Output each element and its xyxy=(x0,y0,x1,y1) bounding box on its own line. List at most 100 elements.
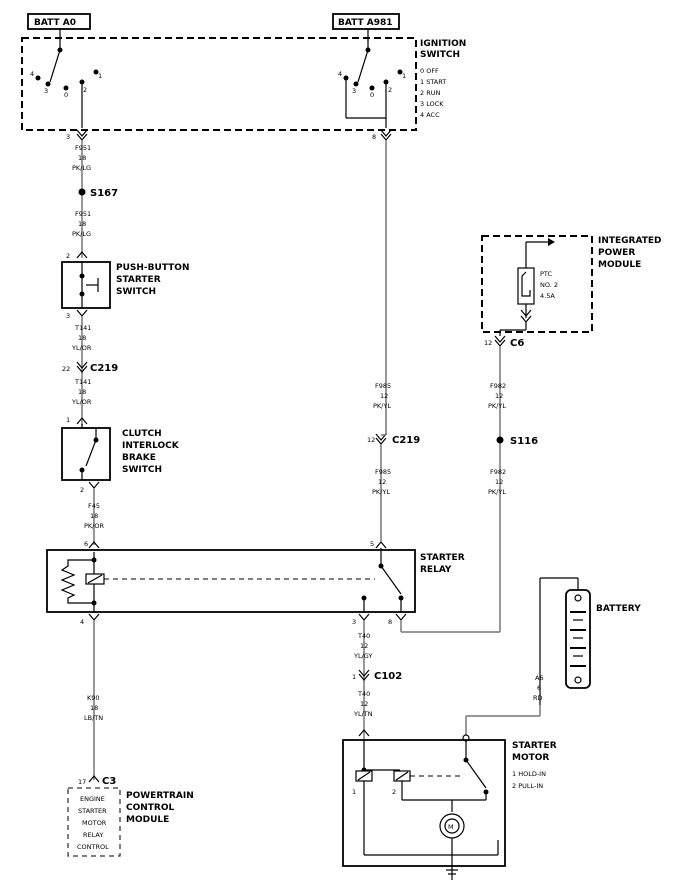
svg-text:3 LOCK: 3 LOCK xyxy=(420,100,444,108)
svg-text:12: 12 xyxy=(367,436,375,444)
svg-text:C219: C219 xyxy=(392,435,420,446)
svg-text:2: 2 xyxy=(83,86,87,94)
svg-text:PK/YL: PK/YL xyxy=(488,488,506,496)
svg-text:3: 3 xyxy=(44,87,48,95)
svg-text:BATT A0: BATT A0 xyxy=(34,18,76,28)
svg-text:SWITCH: SWITCH xyxy=(116,287,156,297)
svg-text:STARTER: STARTER xyxy=(420,553,465,563)
svg-text:3: 3 xyxy=(352,618,356,626)
svg-text:RELAY: RELAY xyxy=(83,831,103,839)
svg-text:ENGINE: ENGINE xyxy=(80,795,105,803)
svg-text:CLUTCH: CLUTCH xyxy=(122,429,162,439)
svg-text:T141: T141 xyxy=(74,378,91,386)
svg-text:1: 1 xyxy=(352,673,356,681)
svg-text:INTERLOCK: INTERLOCK xyxy=(122,441,180,451)
splice-s116: S116 xyxy=(496,436,538,447)
ignition-output-connectors: 3 8 xyxy=(66,129,392,141)
svg-text:4: 4 xyxy=(30,70,34,78)
svg-text:F982: F982 xyxy=(490,468,506,476)
svg-text:MOTOR: MOTOR xyxy=(82,819,107,827)
svg-text:8: 8 xyxy=(388,618,392,626)
ignition-switch: IGNITION SWITCH 0 OFF 1 START 2 RUN 3 LO… xyxy=(21,37,466,131)
svg-text:18: 18 xyxy=(78,334,86,342)
svg-text:6: 6 xyxy=(84,540,88,548)
svg-text:2: 2 xyxy=(80,486,84,494)
svg-text:IGNITION: IGNITION xyxy=(420,39,466,49)
svg-text:8: 8 xyxy=(372,133,376,141)
connector-c219-a: 22 C219 xyxy=(62,361,118,374)
svg-text:4: 4 xyxy=(80,618,84,626)
splice-s167: S167 xyxy=(78,188,118,199)
svg-text:1: 1 xyxy=(98,72,102,80)
svg-text:PK/YL: PK/YL xyxy=(372,488,390,496)
connector-c6: 12 C6 xyxy=(484,335,524,349)
svg-text:STARTER: STARTER xyxy=(116,275,161,285)
wire-t141-b: T141 18 YL/OR xyxy=(71,378,92,406)
svg-text:2: 2 xyxy=(66,252,70,260)
batt-a981-label: BATT A981 xyxy=(332,13,400,30)
svg-text:POWER: POWER xyxy=(598,248,635,258)
svg-text:1: 1 xyxy=(352,788,356,796)
wire-f982-b: F982 12 PK/YL xyxy=(488,468,506,496)
svg-text:SWITCH: SWITCH xyxy=(420,50,460,60)
svg-text:F985: F985 xyxy=(375,468,391,476)
push-button-starter-switch: 2 PUSH-BUTTON STARTER SWITCH 3 xyxy=(61,251,190,320)
svg-text:MODULE: MODULE xyxy=(126,815,169,825)
svg-text:STARTER: STARTER xyxy=(78,807,107,815)
wire-a6: A6 6 RD xyxy=(533,674,544,702)
batt-a0-label: BATT A0 xyxy=(27,13,91,30)
svg-text:RD: RD xyxy=(533,694,543,702)
svg-text:3: 3 xyxy=(66,133,70,141)
connector-c3: 17 C3 xyxy=(78,775,116,787)
svg-text:BRAKE: BRAKE xyxy=(122,453,156,463)
svg-text:0 OFF: 0 OFF xyxy=(420,67,439,75)
svg-text:1 HOLD-IN: 1 HOLD-IN xyxy=(512,770,546,778)
svg-text:1 START: 1 START xyxy=(420,78,446,86)
svg-text:YL/TN: YL/TN xyxy=(353,710,373,718)
svg-text:0: 0 xyxy=(370,91,374,99)
wire-f951-a: F951 18 PK/LG xyxy=(72,144,91,172)
svg-text:2: 2 xyxy=(392,788,396,796)
svg-text:12: 12 xyxy=(360,700,368,708)
svg-text:12: 12 xyxy=(380,392,388,400)
wire-k90: K90 18 LB/TN xyxy=(84,694,103,722)
svg-text:SWITCH: SWITCH xyxy=(122,465,162,475)
svg-text:CONTROL: CONTROL xyxy=(77,843,109,851)
wire-t40-a: T40 12 YL/GY xyxy=(353,632,372,660)
svg-text:PK/YL: PK/YL xyxy=(488,402,506,410)
powertrain-control-module: ENGINE STARTER MOTOR RELAY CONTROL POWER… xyxy=(67,787,194,857)
svg-text:NO. 2: NO. 2 xyxy=(540,281,558,289)
svg-text:18: 18 xyxy=(78,388,86,396)
svg-text:2 PULL-IN: 2 PULL-IN xyxy=(512,782,543,790)
starter-relay: 6 5 STARTER RELAY 4 3 8 xyxy=(46,540,465,626)
svg-text:INTEGRATED: INTEGRATED xyxy=(598,236,662,246)
svg-text:22: 22 xyxy=(62,365,70,373)
svg-text:3: 3 xyxy=(352,87,356,95)
battery: BATTERY xyxy=(539,577,641,705)
svg-text:F982: F982 xyxy=(490,382,506,390)
svg-text:S116: S116 xyxy=(510,436,538,447)
svg-text:PUSH-BUTTON: PUSH-BUTTON xyxy=(116,263,190,273)
svg-text:T40: T40 xyxy=(357,690,370,698)
svg-text:PK/LG: PK/LG xyxy=(72,230,91,238)
svg-text:T40: T40 xyxy=(357,632,370,640)
svg-text:2: 2 xyxy=(388,86,392,94)
svg-text:12: 12 xyxy=(360,642,368,650)
svg-text:C102: C102 xyxy=(374,671,402,682)
clutch-interlock-brake-switch: 1 CLUTCH INTERLOCK BRAKE SWITCH 2 xyxy=(61,416,180,494)
svg-text:CONTROL: CONTROL xyxy=(126,803,175,813)
svg-text:12: 12 xyxy=(495,478,503,486)
svg-text:S167: S167 xyxy=(90,188,118,199)
wire-t141-a: T141 18 YL/OR xyxy=(71,324,92,352)
svg-text:YL/OR: YL/OR xyxy=(71,344,92,352)
svg-text:STARTER: STARTER xyxy=(512,741,557,751)
starter-motor: STARTER MOTOR 1 HOLD-IN 2 PULL-IN 1 2 M xyxy=(342,729,557,880)
svg-text:3: 3 xyxy=(66,312,70,320)
svg-text:PK/OR: PK/OR xyxy=(84,522,104,530)
svg-text:A6: A6 xyxy=(535,674,544,682)
svg-text:K90: K90 xyxy=(87,694,100,702)
svg-text:PK/LG: PK/LG xyxy=(72,164,91,172)
svg-text:PTC: PTC xyxy=(540,270,553,278)
wire-t40-b: T40 12 YL/TN xyxy=(353,690,373,718)
